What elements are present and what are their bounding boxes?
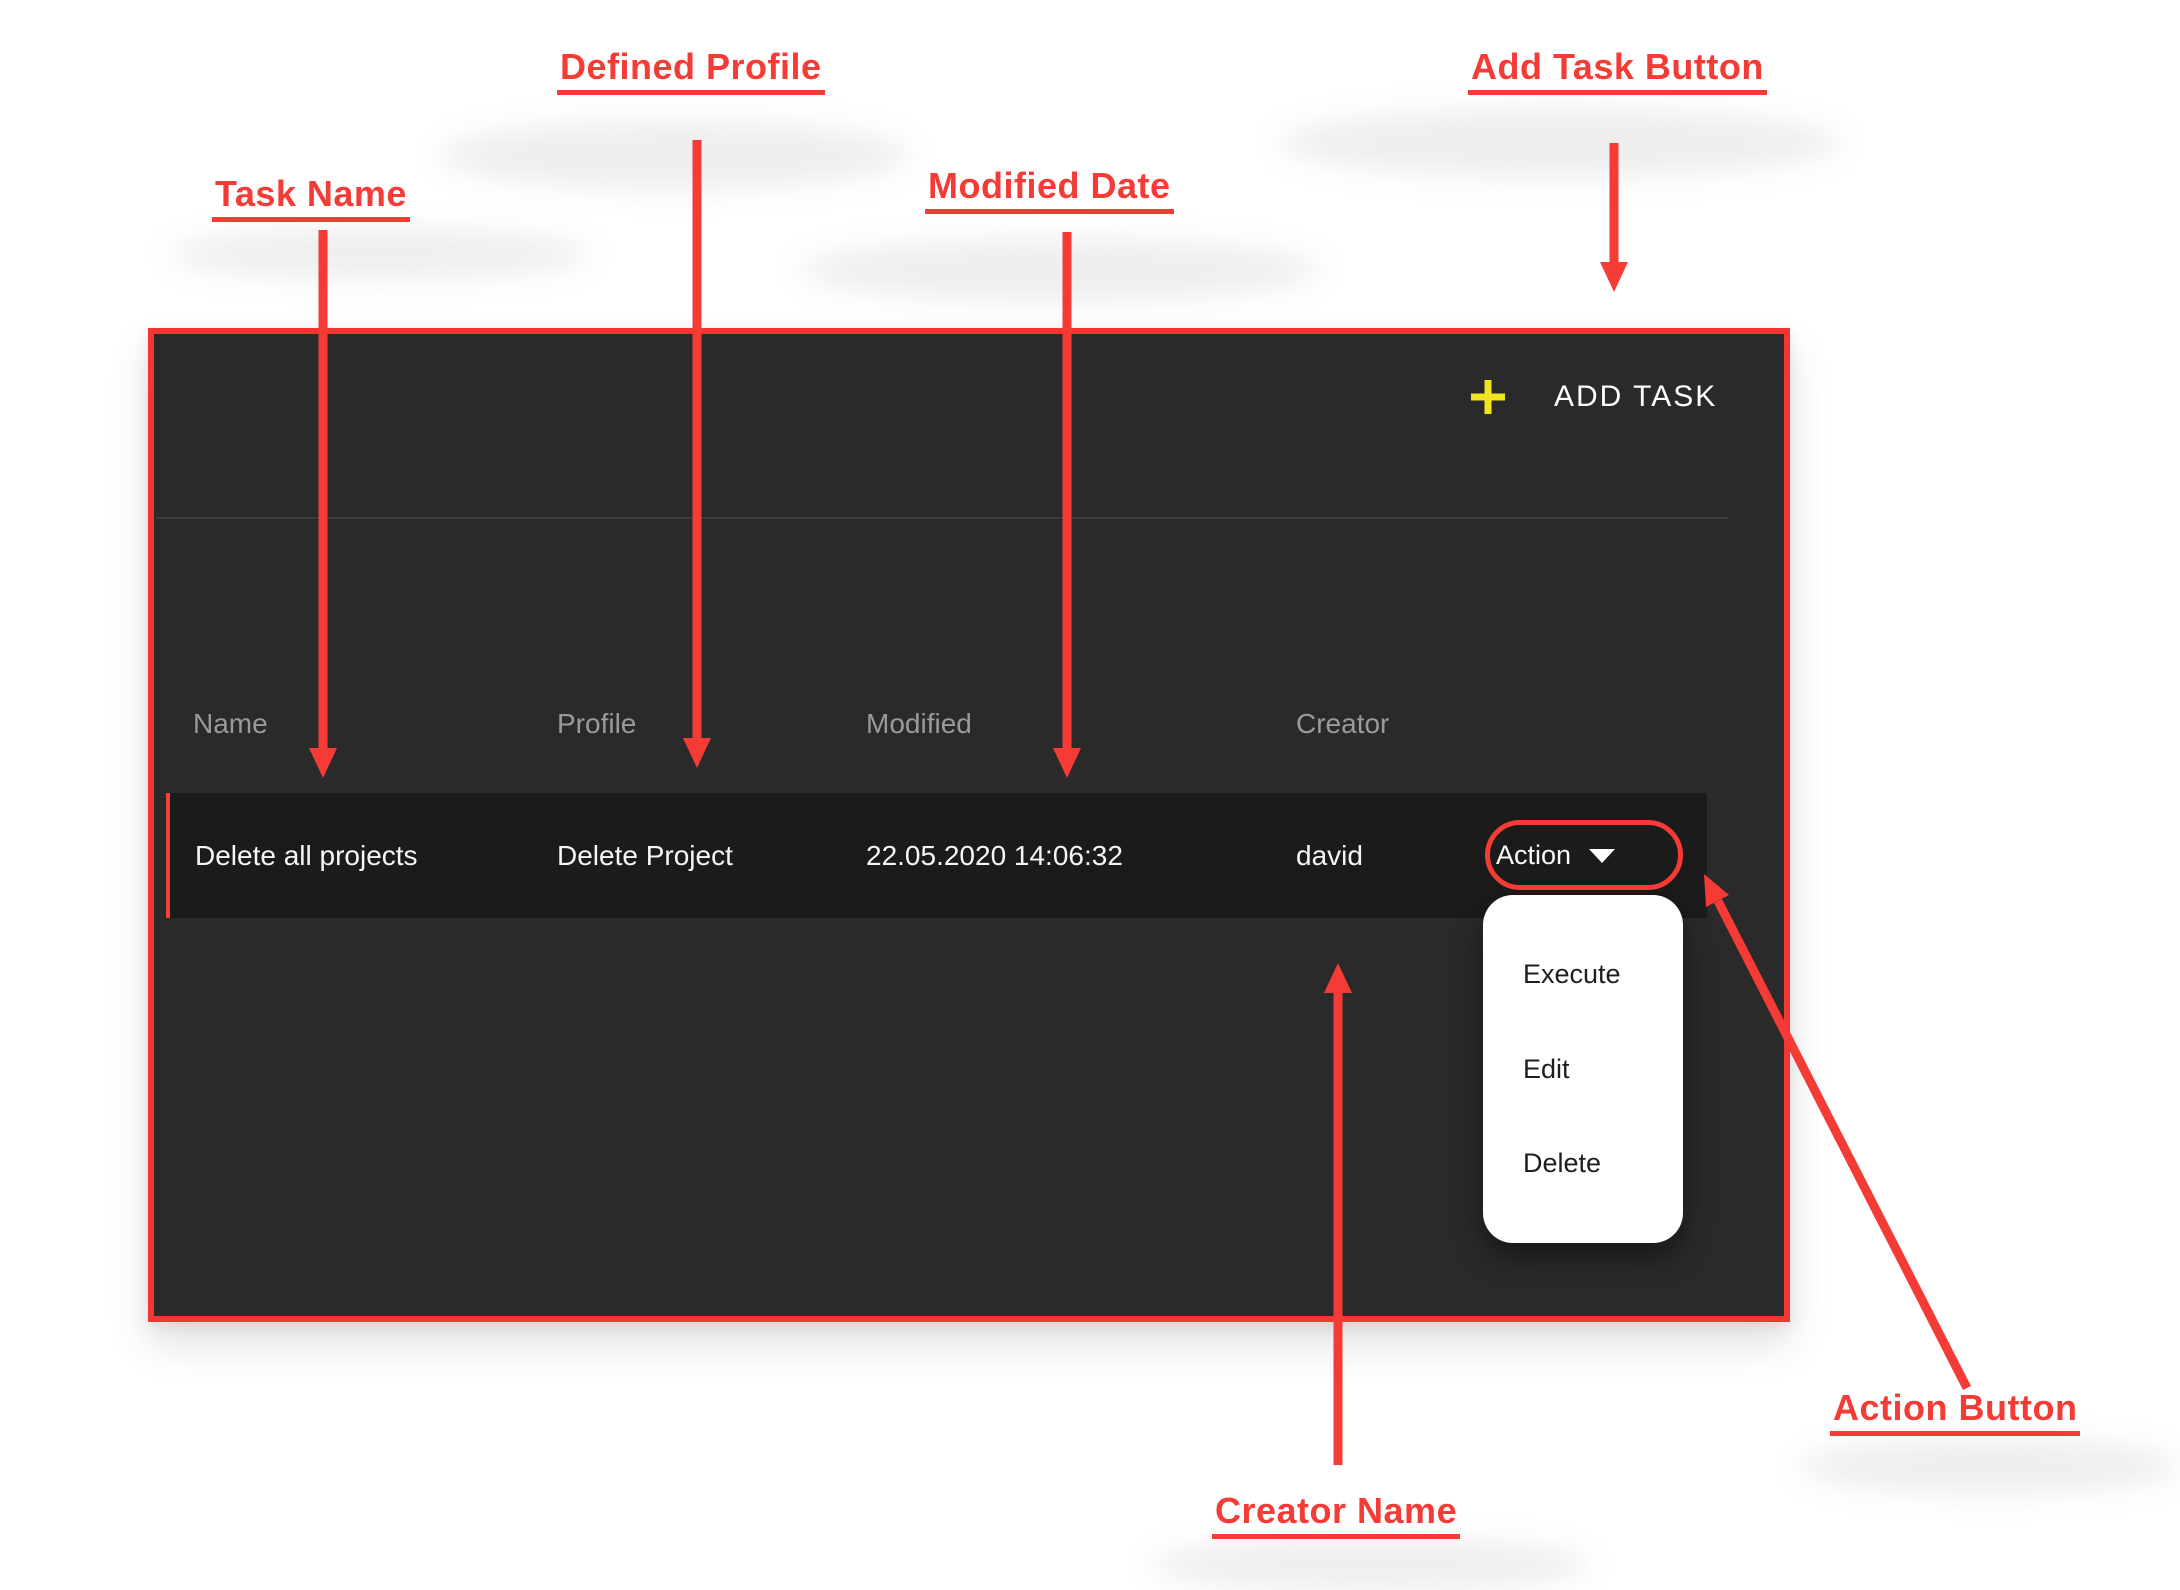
tasks-panel: ADD TASK Name Profile Modified Creator D… — [148, 328, 1790, 1322]
label-add-task-button: Add Task Button — [1468, 46, 1767, 95]
shadow-blob — [800, 238, 1320, 302]
chevron-down-icon — [1589, 848, 1616, 863]
action-dropdown-menu: Execute Edit Delete — [1483, 895, 1683, 1243]
shadow-blob — [1150, 1538, 1590, 1590]
table-row[interactable]: Delete all projects Delete Project 22.05… — [166, 793, 1707, 918]
add-task-arrow-head — [1600, 262, 1628, 292]
cell-creator: david — [1296, 839, 1363, 871]
row-accent-bar — [166, 793, 170, 918]
menu-item-execute[interactable]: Execute — [1523, 958, 1621, 989]
shadow-blob — [1280, 108, 1840, 178]
label-action-button: Action Button — [1830, 1387, 2081, 1436]
column-header-modified: Modified — [866, 708, 972, 739]
label-task-name: Task Name — [212, 173, 410, 222]
shadow-blob — [170, 228, 590, 280]
menu-item-edit[interactable]: Edit — [1523, 1053, 1570, 1084]
label-creator-name: Creator Name — [1212, 1490, 1461, 1539]
menu-item-delete[interactable]: Delete — [1523, 1148, 1602, 1179]
label-defined-profile: Defined Profile — [557, 46, 825, 95]
cell-modified: 22.05.2020 14:06:32 — [866, 839, 1123, 871]
label-modified-date: Modified Date — [925, 165, 1174, 214]
column-header-name: Name — [193, 708, 268, 739]
column-header-profile: Profile — [557, 708, 637, 739]
cell-task-name: Delete all projects — [195, 839, 418, 871]
action-button-label: Action — [1496, 840, 1572, 870]
shadow-blob — [440, 120, 910, 190]
add-task-button[interactable]: ADD TASK — [1460, 368, 1726, 426]
cell-profile: Delete Project — [557, 839, 733, 871]
toolbar-divider — [156, 517, 1728, 519]
column-header-creator: Creator — [1296, 708, 1390, 739]
shadow-blob — [1800, 1438, 2180, 1494]
plus-icon — [1471, 380, 1505, 414]
add-task-label: ADD TASK — [1554, 380, 1718, 413]
action-button[interactable]: Action — [1496, 793, 1616, 918]
